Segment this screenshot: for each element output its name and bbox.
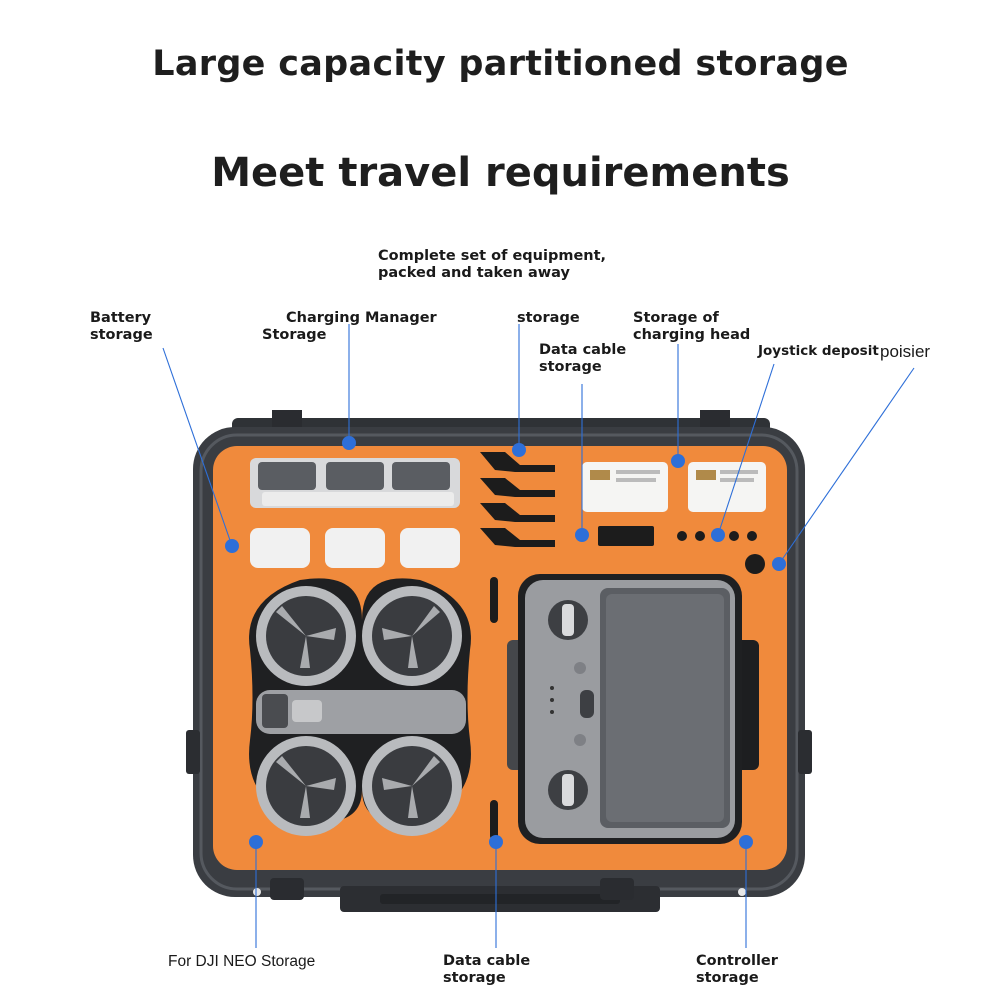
marker-controller <box>739 835 753 849</box>
marker-data-cable-bottom <box>489 835 503 849</box>
charging-manager <box>250 458 460 508</box>
accessory-slots <box>480 452 765 840</box>
marker-storage <box>512 443 526 457</box>
label-charging-head: Storage of charging head <box>633 310 751 343</box>
marker-joystick <box>711 528 725 542</box>
label-charging-manager: Charging Manager Storage <box>262 310 437 343</box>
battery-row <box>250 528 460 568</box>
label-poisier: poisier <box>880 342 931 361</box>
label-complete-set: Complete set of equipment, packed and ta… <box>378 248 607 281</box>
label-controller-storage: Controller storage <box>696 953 778 986</box>
label-data-cable-top: Data cable storage <box>539 342 627 375</box>
remote-controller <box>507 574 759 844</box>
marker-charging-head <box>671 454 685 468</box>
label-storage: storage <box>517 310 580 326</box>
heading-large-capacity: Large capacity partitioned storage <box>152 44 849 84</box>
leader-lines <box>162 324 915 948</box>
marker-poisier <box>772 557 786 571</box>
charging-heads <box>582 462 766 512</box>
marker-data-cable-top <box>575 528 589 542</box>
marker-charging-manager <box>342 436 356 450</box>
marker-neo <box>249 835 263 849</box>
marker-dots <box>225 436 786 849</box>
label-joystick-deposit: Joystick deposit <box>758 343 879 359</box>
marker-battery <box>225 539 239 553</box>
label-battery-storage: Battery storage <box>90 310 153 343</box>
label-neo-storage: For DJI NEO Storage <box>168 953 316 970</box>
drone <box>249 578 471 836</box>
heading-travel-requirements: Meet travel requirements <box>211 150 790 196</box>
label-data-cable-bottom: Data cable storage <box>443 953 531 986</box>
